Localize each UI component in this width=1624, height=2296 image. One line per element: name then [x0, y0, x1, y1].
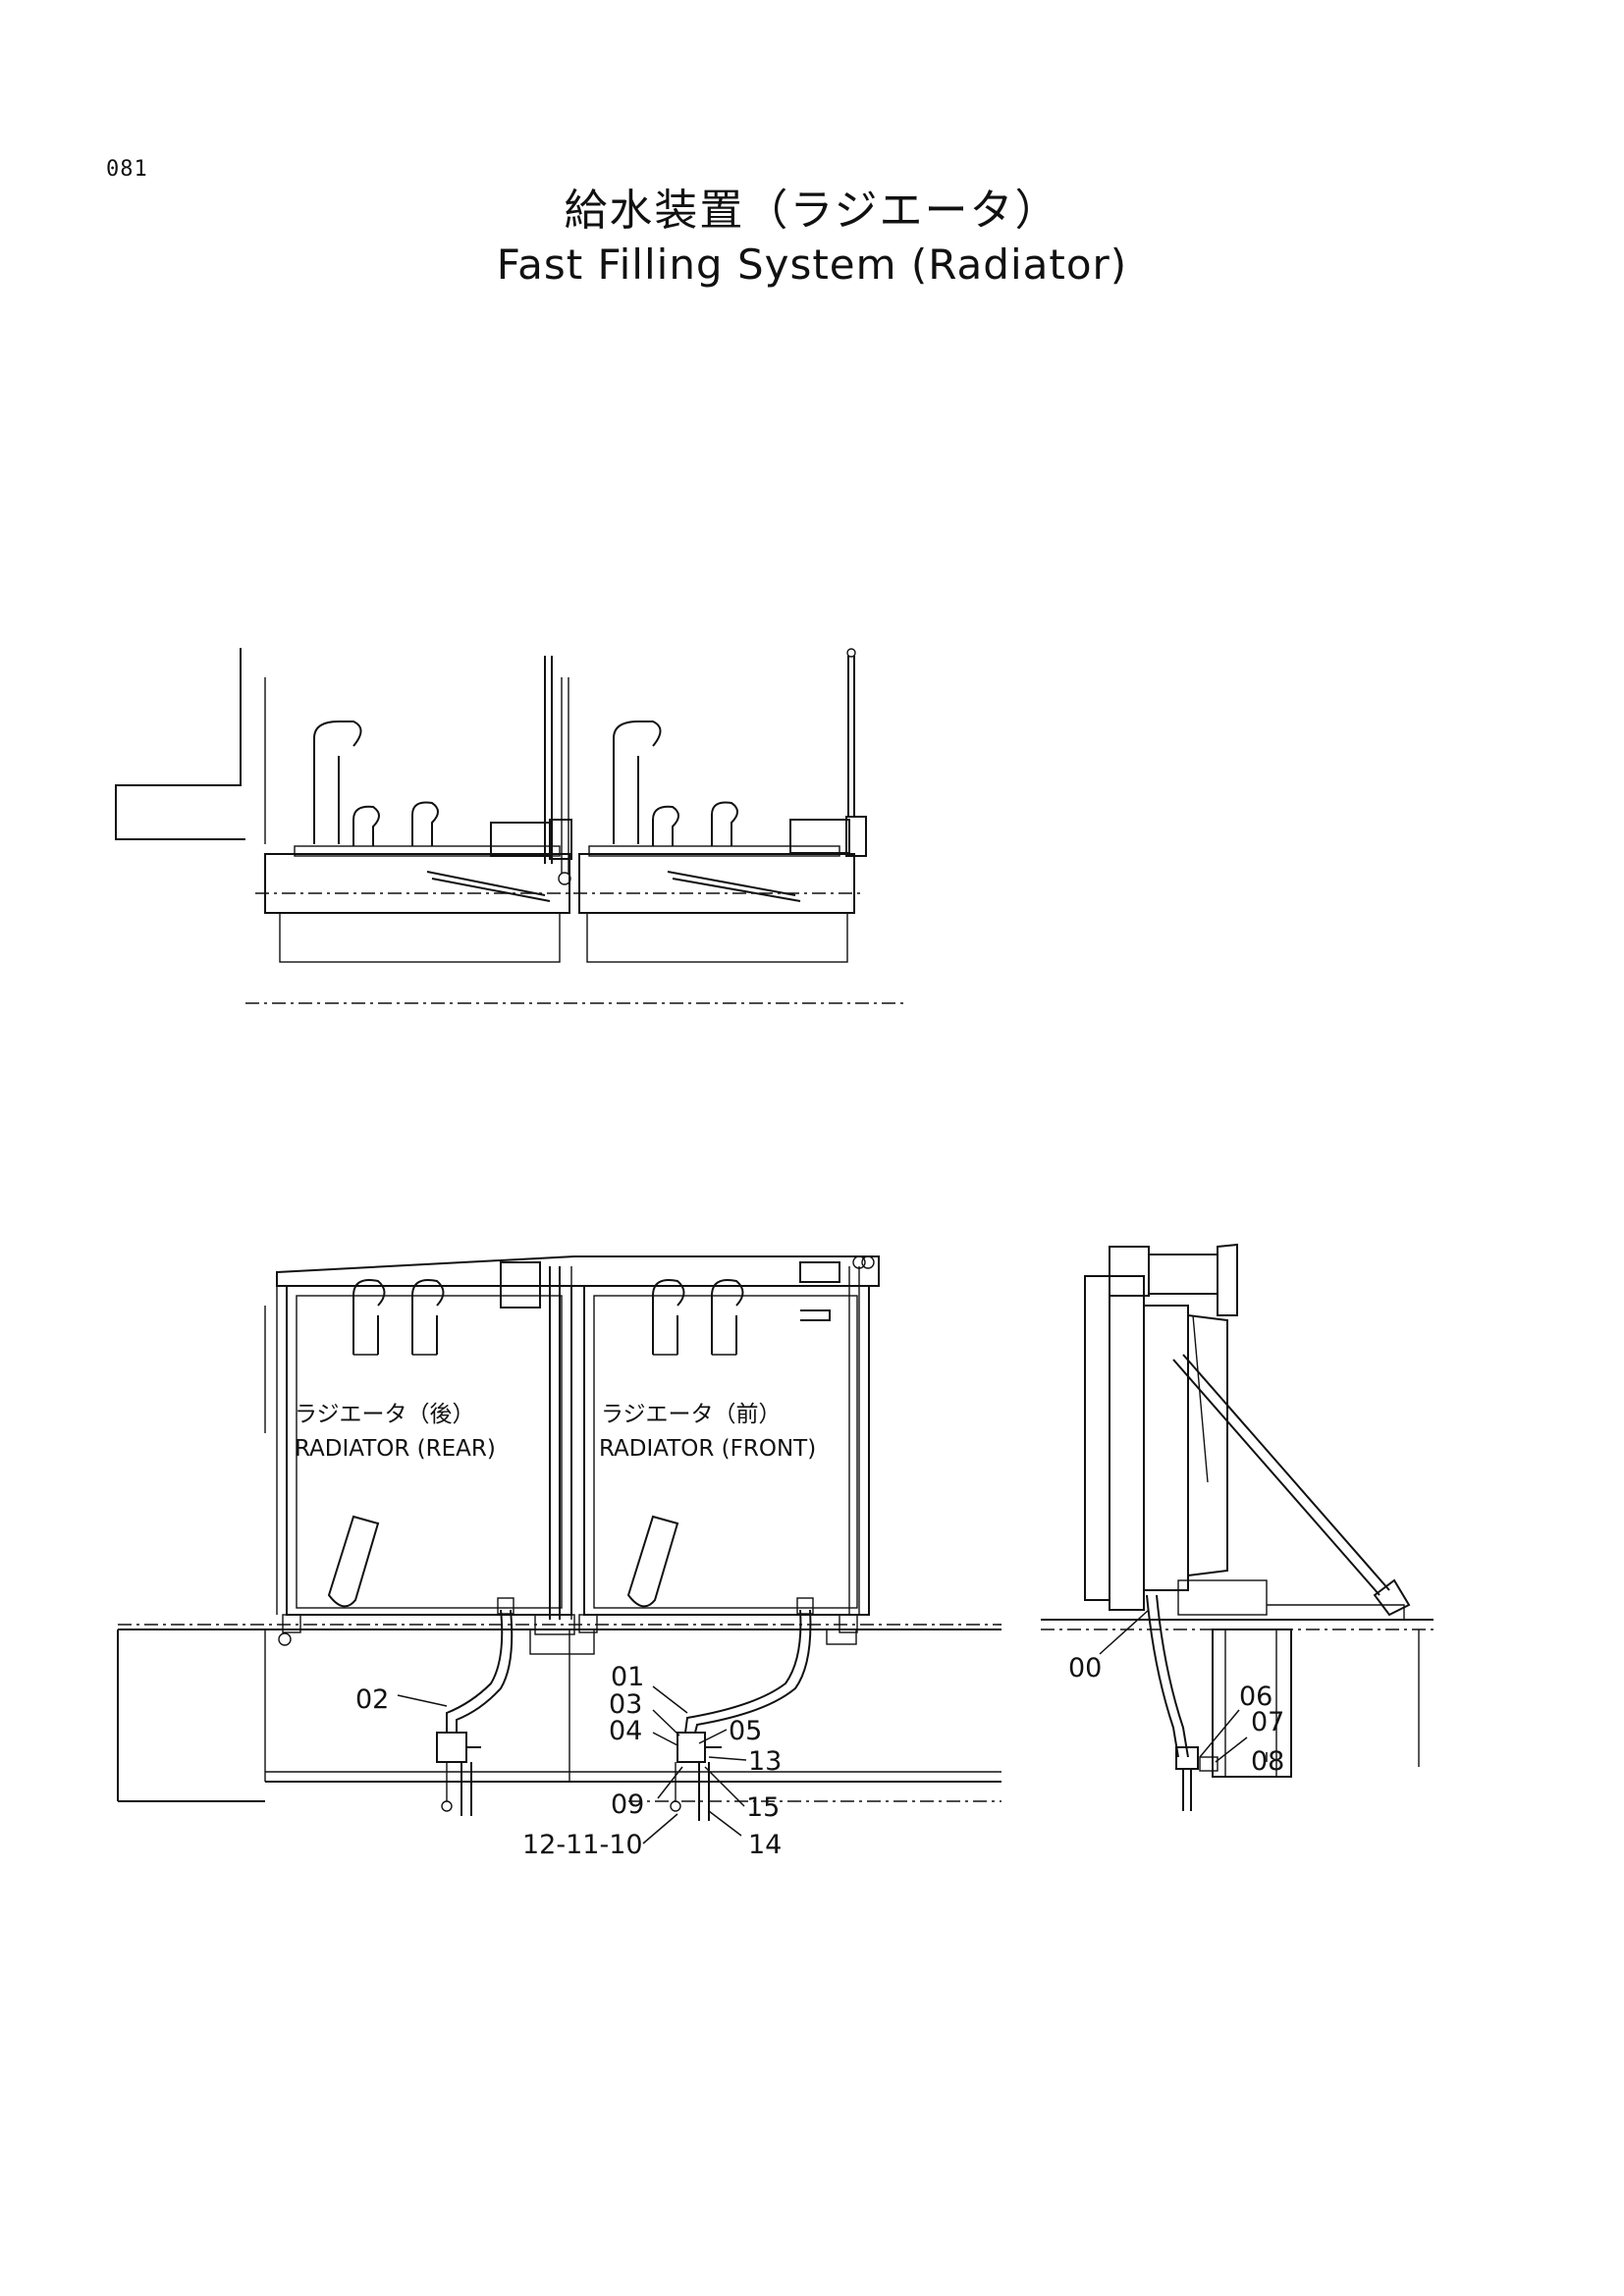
radiator-rear-label-en: RADIATOR (REAR) — [295, 1436, 496, 1462]
callout-05: 05 — [729, 1716, 762, 1746]
radiator-rear-label-jp: ラジエータ（後） — [295, 1402, 475, 1427]
callout-02: 02 — [355, 1684, 389, 1715]
top-view-drawing — [115, 648, 903, 1004]
radiator-labels: ラジエータ（後） RADIATOR (REAR) ラジエータ（前） RADIAT… — [295, 1402, 816, 1462]
radiator-front-label-en: RADIATOR (FRONT) — [599, 1436, 816, 1462]
callout-12-11-10: 12-11-10 — [522, 1830, 643, 1860]
callout-06: 06 — [1239, 1682, 1272, 1712]
title-japanese: 給水装置（ラジエータ） — [564, 186, 1060, 236]
callout-13: 13 — [748, 1746, 782, 1777]
callout-01: 01 — [611, 1662, 644, 1692]
front-view-drawing — [117, 1255, 1001, 1821]
callout-09: 09 — [611, 1789, 644, 1820]
title-english: Fast Filling System (Radiator) — [496, 240, 1128, 289]
side-view-drawing — [1041, 1243, 1434, 1811]
callout-08: 08 — [1251, 1746, 1284, 1777]
callout-03: 03 — [609, 1689, 642, 1720]
callout-numbers: 00 01 02 03 04 05 06 07 08 09 13 15 14 1… — [355, 1653, 1284, 1860]
callout-14: 14 — [748, 1830, 782, 1860]
callout-00: 00 — [1068, 1653, 1102, 1683]
callout-04: 04 — [609, 1716, 642, 1746]
page-number: 081 — [106, 157, 148, 182]
callout-leaders — [397, 1609, 1268, 1844]
callout-15: 15 — [746, 1792, 780, 1823]
radiator-front-label-jp: ラジエータ（前） — [601, 1402, 782, 1427]
callout-07: 07 — [1251, 1707, 1284, 1737]
